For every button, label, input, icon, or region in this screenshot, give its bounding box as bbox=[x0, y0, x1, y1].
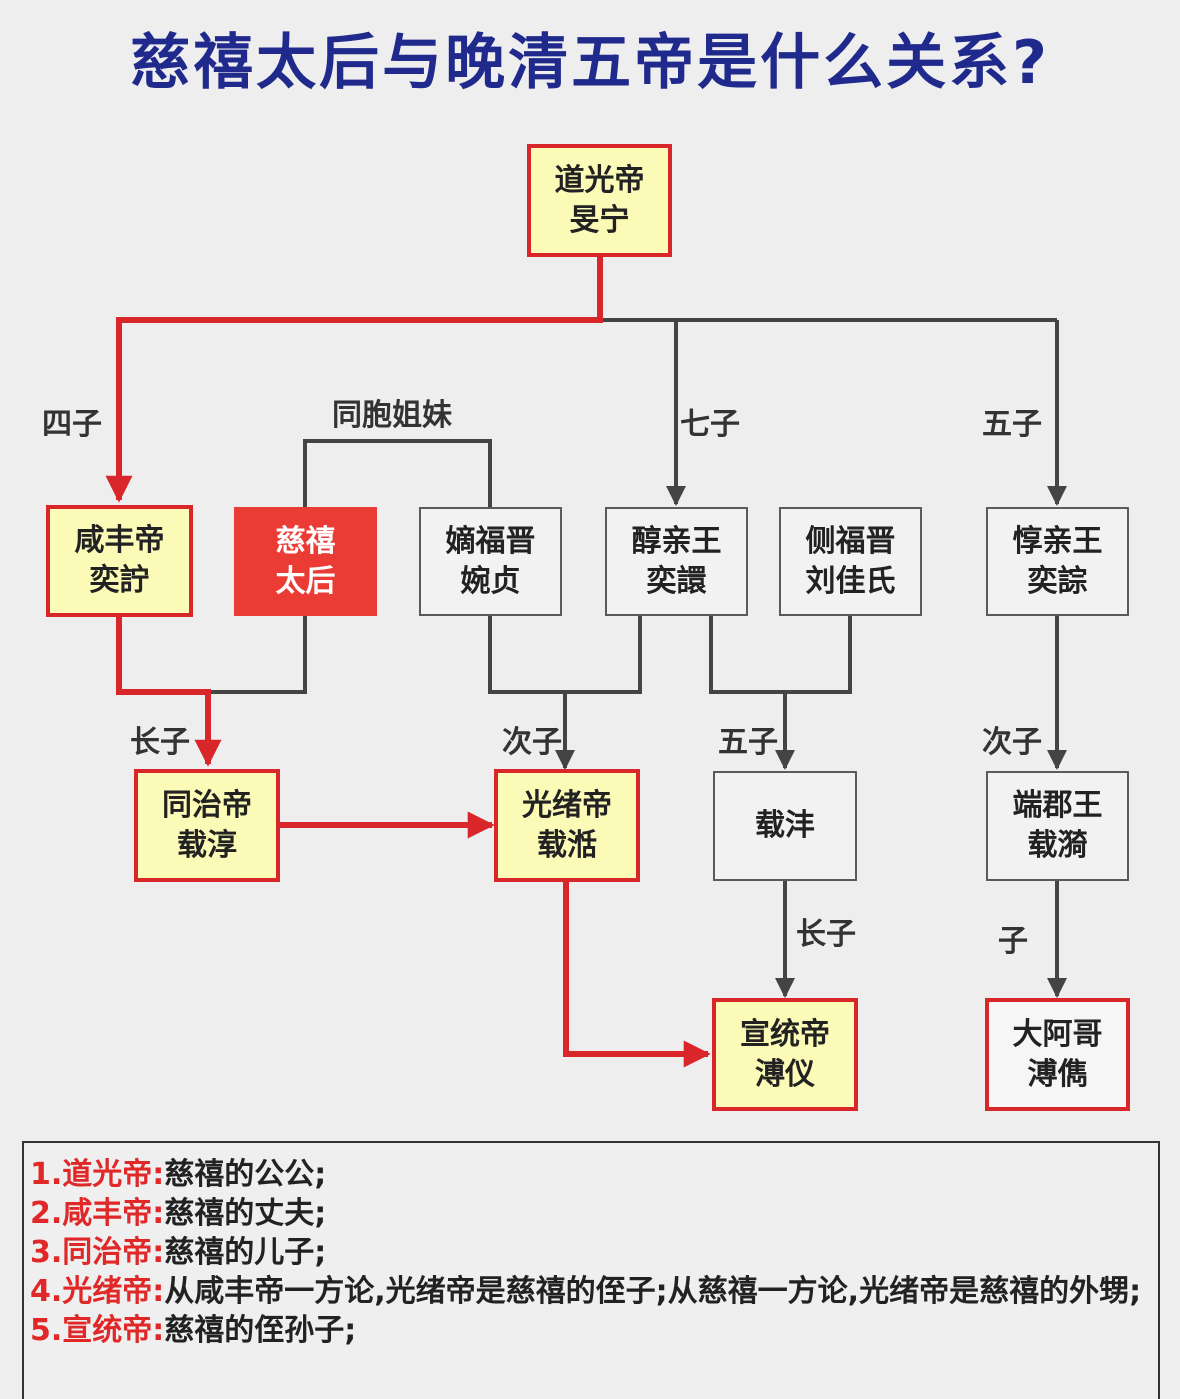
label-fifth-son: 五子 bbox=[982, 407, 1042, 442]
label-eldest-son: 长子 bbox=[130, 725, 190, 760]
label-fifth-son-2: 五子 bbox=[718, 725, 778, 760]
node-daoguang: 道光帝 旻宁 bbox=[527, 144, 672, 257]
node-dunqinwang: 惇亲王 奕誴 bbox=[986, 507, 1129, 616]
page-title: 慈禧太后与晚清五帝是什么关系? bbox=[130, 28, 1050, 98]
node-zaifeng: 载沣 bbox=[713, 771, 857, 881]
connector-line bbox=[488, 616, 642, 694]
node-difujin: 嫡福晋 婉贞 bbox=[419, 507, 562, 616]
node-duanjunwang: 端郡王 载漪 bbox=[986, 771, 1129, 881]
note-item: 3.同治帝:慈禧的儿子; bbox=[30, 1235, 327, 1270]
node-daage: 大阿哥 溥儁 bbox=[985, 998, 1130, 1111]
note-item: 4.光绪帝:从咸丰帝一方论,光绪帝是慈禧的侄子;从慈禧一方论,光绪帝是慈禧的外甥… bbox=[30, 1274, 1142, 1309]
node-tongzhi: 同治帝 载淳 bbox=[134, 769, 280, 882]
note-item: 2.咸丰帝:慈禧的丈夫; bbox=[30, 1196, 327, 1231]
node-cefujin: 侧福晋 刘佳氏 bbox=[779, 507, 922, 616]
node-xuantong: 宣统帝 溥仪 bbox=[712, 998, 858, 1111]
note-item: 5.宣统帝:慈禧的侄孙子; bbox=[30, 1313, 357, 1348]
label-second-son-2: 次子 bbox=[982, 725, 1042, 760]
label-second-son: 次子 bbox=[502, 725, 562, 760]
label-fourth-son: 四子 bbox=[42, 407, 102, 442]
label-sisters: 同胞姐妹 bbox=[332, 398, 452, 433]
sisters-bracket bbox=[303, 439, 492, 507]
label-son: 子 bbox=[998, 924, 1028, 959]
node-guangxu: 光绪帝 载湉 bbox=[494, 769, 640, 882]
label-eldest-son-2: 长子 bbox=[796, 917, 856, 952]
label-seventh-son: 七子 bbox=[680, 407, 740, 442]
note-item: 1.道光帝:慈禧的公公; bbox=[30, 1157, 327, 1192]
connector-line bbox=[709, 616, 852, 694]
node-cixi: 慈禧 太后 bbox=[234, 507, 377, 616]
node-chunqinwang: 醇亲王 奕譞 bbox=[605, 507, 748, 616]
succession-line bbox=[563, 882, 711, 1068]
connector-line bbox=[208, 616, 307, 694]
notes-box: 1.道光帝:慈禧的公公; 2.咸丰帝:慈禧的丈夫; 3.同治帝:慈禧的儿子; 4… bbox=[22, 1141, 1160, 1399]
succession-line bbox=[105, 256, 603, 503]
succession-line bbox=[116, 616, 222, 767]
genealogy-connectors bbox=[105, 256, 1067, 1068]
node-xianfeng: 咸丰帝 奕詝 bbox=[46, 505, 193, 617]
